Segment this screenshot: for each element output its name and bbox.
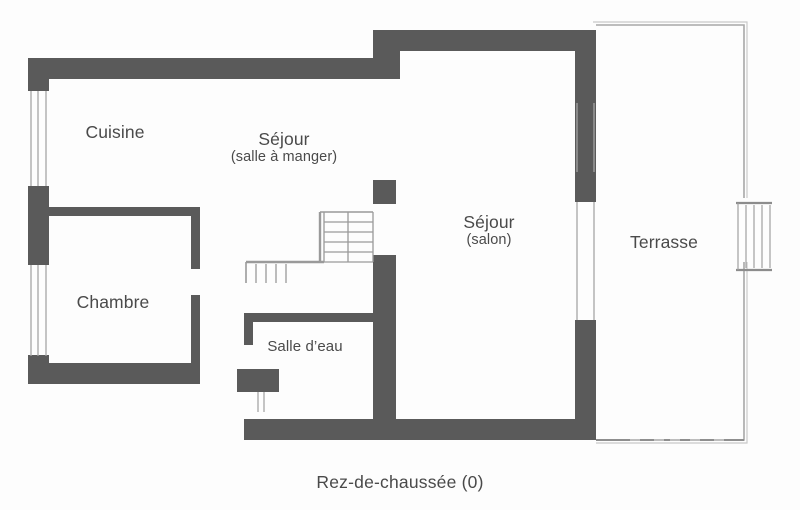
- terrasse-outline: [593, 21, 748, 444]
- room-label-cuisine: Cuisine: [0, 122, 230, 142]
- room-name: Séjour: [463, 212, 515, 232]
- thin-partitions: [245, 211, 373, 283]
- room-name: Terrasse: [630, 232, 698, 252]
- room-subname: (salon): [466, 232, 512, 249]
- room-name: Cuisine: [85, 122, 145, 142]
- exterior-stair-icon: [736, 201, 772, 272]
- room-label-salle-deau: Salle d’eau: [225, 338, 385, 355]
- room-label-sejour-salle-a-manger: Séjour (salle à manger): [164, 129, 404, 166]
- room-name: Chambre: [76, 292, 150, 312]
- room-label-sejour-salon: Séjour (salon): [399, 212, 579, 249]
- room-name: Séjour: [258, 129, 310, 149]
- room-name: Salle d’eau: [267, 338, 343, 355]
- interior-stair-icon: [255, 212, 374, 283]
- window-openings: [30, 91, 595, 412]
- plan-caption: Rez-de-chaussée (0): [316, 472, 484, 492]
- room-label-terrasse: Terrasse: [596, 232, 732, 252]
- room-subname: (salle à manger): [230, 149, 338, 166]
- room-label-chambre: Chambre: [0, 292, 226, 312]
- walls: [28, 30, 596, 440]
